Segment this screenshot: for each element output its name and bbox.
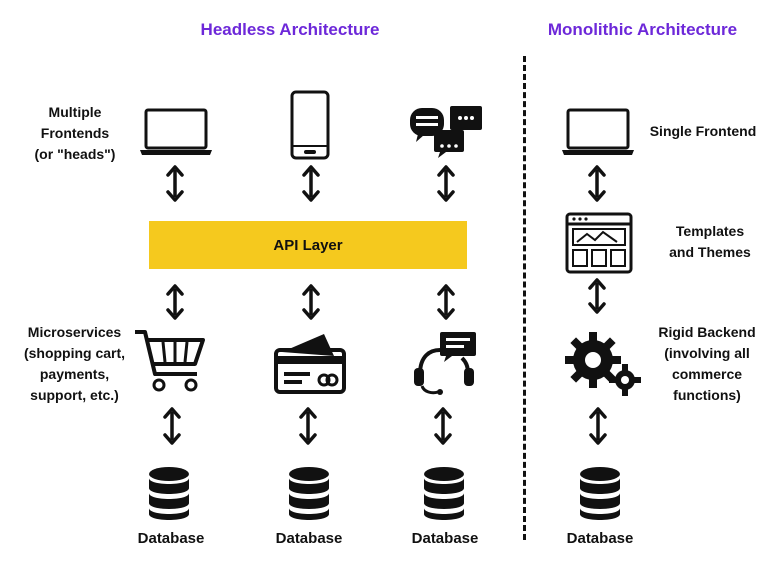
- database-icon: [149, 467, 189, 520]
- architecture-divider: [523, 56, 526, 540]
- database-icon: [580, 467, 620, 520]
- microservices-label: Microservices (shopping cart, payments, …: [23, 324, 126, 403]
- credit-card-icon: [274, 334, 346, 394]
- database-icon: [289, 467, 329, 520]
- double-arrow-icon: [437, 284, 455, 320]
- laptop-icon: [140, 108, 212, 155]
- laptop-icon: [562, 108, 634, 155]
- support-headset-icon: [414, 332, 476, 395]
- headless-heading: Headless Architecture: [200, 20, 380, 39]
- double-arrow-icon: [434, 407, 452, 445]
- frontends-label: Multiple Frontends (or "heads"): [34, 104, 116, 162]
- backend-label: Rigid Backend (involving all commerce fu…: [658, 324, 756, 403]
- smartphone-icon: [290, 90, 330, 160]
- templates-label: Templates and Themes: [669, 223, 751, 260]
- single-frontend-label: Single Frontend: [649, 123, 757, 139]
- template-window-icon: [565, 212, 633, 274]
- double-arrow-icon: [163, 407, 181, 445]
- double-arrow-icon: [299, 407, 317, 445]
- database-icon: [424, 467, 464, 520]
- chat-bubbles-icon: [410, 106, 482, 158]
- double-arrow-icon: [588, 165, 606, 202]
- double-arrow-icon: [302, 165, 320, 202]
- monolithic-heading: Monolithic Architecture: [547, 20, 738, 39]
- double-arrow-icon: [166, 165, 184, 202]
- double-arrow-icon: [302, 284, 320, 320]
- database-label: Database: [275, 530, 343, 547]
- database-label: Database: [566, 530, 634, 547]
- database-label: Database: [411, 530, 479, 547]
- double-arrow-icon: [589, 407, 607, 445]
- shopping-cart-icon: [135, 330, 205, 392]
- gears-icon: [565, 332, 641, 396]
- api-layer-box: API Layer: [149, 221, 467, 269]
- double-arrow-icon: [437, 165, 455, 202]
- database-label: Database: [137, 530, 205, 547]
- double-arrow-icon: [166, 284, 184, 320]
- double-arrow-icon: [588, 278, 606, 314]
